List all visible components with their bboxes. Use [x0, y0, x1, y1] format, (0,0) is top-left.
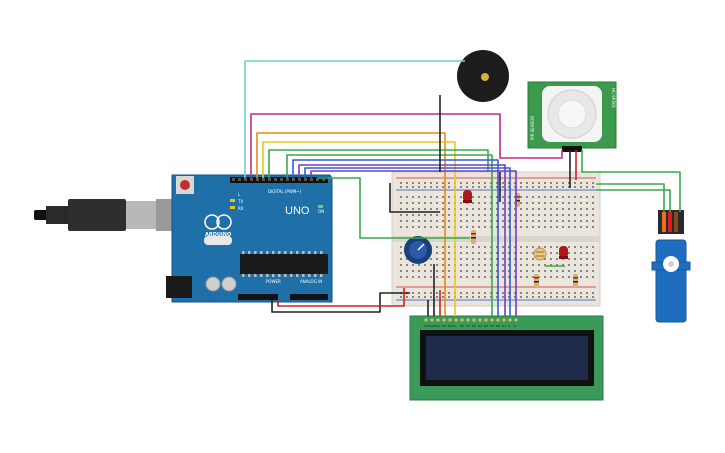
- digital-label: DIGITAL (PWM~): [268, 189, 302, 194]
- lcd-pin-label: K: [514, 324, 517, 328]
- analog-header: [290, 294, 328, 300]
- wire: [244, 60, 465, 178]
- lcd-pin: [442, 318, 446, 322]
- wire: [292, 159, 499, 316]
- wire: [271, 292, 410, 313]
- arduino-logo-text: ARDUINO: [205, 232, 231, 238]
- tx-label: TX: [237, 199, 243, 204]
- lcd-pin: [448, 318, 452, 322]
- digital-pin: [316, 178, 319, 181]
- lcd-pin-label: V0: [436, 324, 440, 328]
- digital-pin: [238, 178, 241, 181]
- lcd-pin-label: D4: [484, 324, 488, 328]
- wire: [389, 183, 440, 213]
- arduino-uno-board: DIGITAL (PWM~) ARDUINO UNO TX RX L ON PO…: [166, 174, 333, 303]
- digital-pin: [304, 178, 307, 181]
- lcd-pin: [478, 318, 482, 322]
- lcd-pin-label: VSS: [424, 324, 430, 328]
- resistor-3: [534, 274, 539, 288]
- pir-sensor: PIR SENSOR HC-SR501: [527, 81, 617, 152]
- lcd-pin-label: E: [454, 324, 456, 328]
- wire: [304, 167, 511, 316]
- lcd-pin: [514, 318, 518, 322]
- red-led-1: [463, 190, 472, 203]
- red-led-2: [559, 246, 568, 259]
- digital-pin: [310, 178, 313, 181]
- lcd-pin-label: D3: [478, 324, 482, 328]
- piezo-buzzer: [457, 50, 509, 102]
- resistor-1: [471, 230, 476, 244]
- digital-pin: [322, 178, 325, 181]
- atmega-chip: [240, 254, 328, 274]
- lcd-pin-label: D7: [502, 324, 506, 328]
- wire: [256, 132, 446, 316]
- lcd-pin-label: VDD: [430, 324, 437, 328]
- digital-pin: [292, 178, 295, 181]
- digital-pin: [274, 178, 277, 181]
- lcd-pin: [508, 318, 512, 322]
- power-header: [238, 294, 278, 300]
- lcd-pin-label: D1: [466, 324, 470, 328]
- lcd-pin: [460, 318, 464, 322]
- wire: [268, 149, 489, 178]
- lcd-pin: [454, 318, 458, 322]
- uno-label: UNO: [285, 205, 310, 217]
- digital-header: [230, 177, 328, 183]
- lcd-pin-label: D5: [490, 324, 494, 328]
- usb-cable: [34, 199, 172, 231]
- wire: [262, 141, 456, 316]
- wire: [596, 183, 665, 212]
- lcd-pin: [484, 318, 488, 322]
- digital-pin: [232, 178, 235, 181]
- lcd-pin: [496, 318, 500, 322]
- lcd-pin: [430, 318, 434, 322]
- photoresistor: [533, 247, 547, 261]
- digital-pin: [286, 178, 289, 181]
- wire: [596, 189, 671, 212]
- digital-pin: [268, 178, 271, 181]
- digital-pin: [262, 178, 265, 181]
- lcd-pin-label: A: [508, 324, 511, 328]
- power-jack: [166, 276, 192, 298]
- lcd-pin-label: D0: [460, 324, 464, 328]
- wire: [250, 113, 563, 178]
- lcd-pin: [490, 318, 494, 322]
- on-label: ON: [318, 209, 324, 214]
- pir-label-left: PIR SENSOR: [530, 116, 535, 140]
- pir-label-right: HC-SR501: [611, 88, 616, 109]
- lcd-pin-label: D2: [472, 324, 476, 328]
- digital-pin: [256, 178, 259, 181]
- digital-pin: [244, 178, 247, 181]
- lcd-pin: [424, 318, 428, 322]
- lcd-pin-label: RW: [448, 324, 453, 328]
- digital-pin: [250, 178, 253, 181]
- resistor-4: [573, 274, 578, 288]
- analog-label: ANALOG IN: [300, 279, 322, 284]
- breadboard: [391, 171, 601, 307]
- digital-pin: [280, 178, 283, 181]
- lcd-pin: [472, 318, 476, 322]
- lcd-pin-label: D6: [496, 324, 500, 328]
- wire: [277, 288, 405, 307]
- wire: [317, 177, 470, 239]
- potentiometer: [404, 236, 432, 264]
- wire: [286, 154, 493, 316]
- lcd-pin: [466, 318, 470, 322]
- wire: [310, 170, 517, 316]
- power-label: POWER: [266, 279, 281, 284]
- wire: [581, 150, 681, 212]
- rx-label: RX: [238, 206, 244, 211]
- lcd-pin-label: RS: [442, 324, 446, 328]
- servo-motor: [651, 210, 691, 323]
- lcd-pin: [502, 318, 506, 322]
- digital-pin: [298, 178, 301, 181]
- l-label: L: [238, 192, 241, 197]
- wire: [298, 164, 506, 316]
- lcd-pin: [436, 318, 440, 322]
